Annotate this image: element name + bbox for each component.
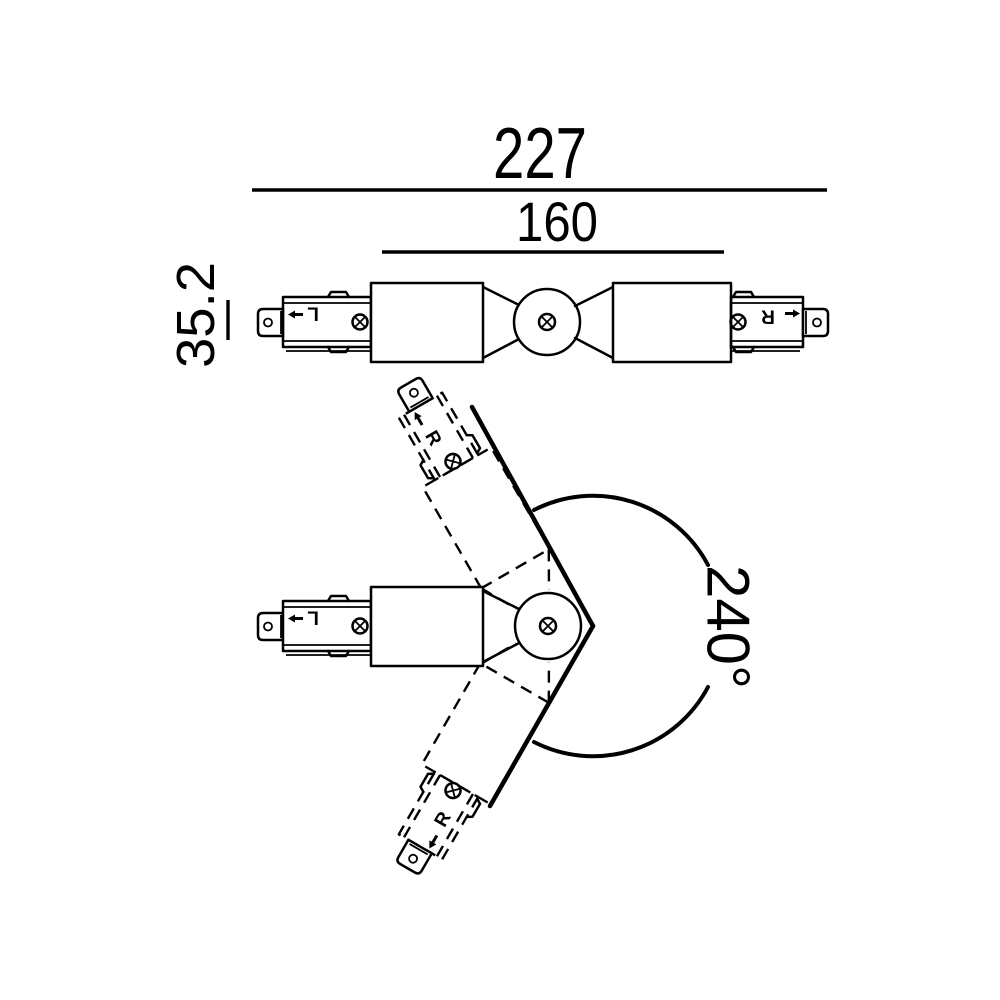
- left-track-body: [281, 295, 373, 349]
- swivel-arc-lower: [532, 685, 710, 759]
- phantom-arm-lower: R: [372, 631, 568, 890]
- left-direction-arrow-icon: [288, 310, 303, 319]
- screw-icon: [351, 313, 369, 331]
- left-port-label: L: [307, 303, 319, 324]
- dimension-height-value: 35.2: [166, 262, 226, 368]
- direction-arrow-icon: [429, 834, 439, 849]
- lower-arm-outer-edge: [487, 623, 596, 809]
- pivot-screw-icon: [538, 616, 558, 636]
- left-end-cap-hole: [263, 621, 273, 632]
- clip-icon: [731, 345, 756, 354]
- upper-arm-outer-edge: [469, 404, 596, 629]
- clip-icon: [326, 345, 351, 354]
- right-bowtie: [573, 285, 615, 360]
- left-housing: [369, 585, 485, 668]
- clip-icon: [326, 649, 351, 658]
- left-end-cap: [256, 611, 285, 642]
- direction-arrow-icon: [414, 412, 424, 426]
- dimension-overall-length-value: 227: [493, 114, 587, 194]
- swivel-angle-value: 240°: [695, 565, 762, 689]
- left-bowtie: [481, 285, 523, 360]
- lower-port-label: R: [431, 808, 456, 831]
- swivel-arc-upper: [532, 493, 710, 567]
- phantom-arm-upper: R: [372, 362, 569, 620]
- upper-port-label: R: [420, 427, 445, 450]
- top-view: L R: [256, 281, 830, 364]
- screw-icon: [729, 313, 747, 331]
- clip-icon: [326, 594, 351, 603]
- left-port-label: L: [307, 607, 319, 628]
- left-housing: [369, 281, 485, 364]
- dimension-inner-length: 160: [382, 190, 724, 254]
- dimension-height: 35.2: [166, 262, 230, 368]
- left-track-body: [281, 599, 373, 653]
- bent-view: R R L 240°: [256, 362, 762, 890]
- right-port-label: R: [761, 306, 775, 327]
- right-housing: [611, 281, 733, 364]
- dimension-overall-length: 227: [252, 114, 827, 194]
- left-end-cap-hole: [263, 317, 273, 328]
- clip-icon: [731, 290, 756, 299]
- right-end-cap-hole: [812, 317, 822, 328]
- right-end-cap: [801, 307, 830, 338]
- right-direction-arrow-icon: [785, 309, 800, 318]
- dimension-inner-length-value: 160: [516, 190, 598, 253]
- pivot-screw-icon: [537, 312, 557, 332]
- clip-icon: [326, 290, 351, 299]
- screw-icon: [351, 617, 369, 635]
- left-end-cap: [256, 307, 285, 338]
- left-direction-arrow-icon: [288, 614, 303, 623]
- left-bowtie: [481, 589, 523, 664]
